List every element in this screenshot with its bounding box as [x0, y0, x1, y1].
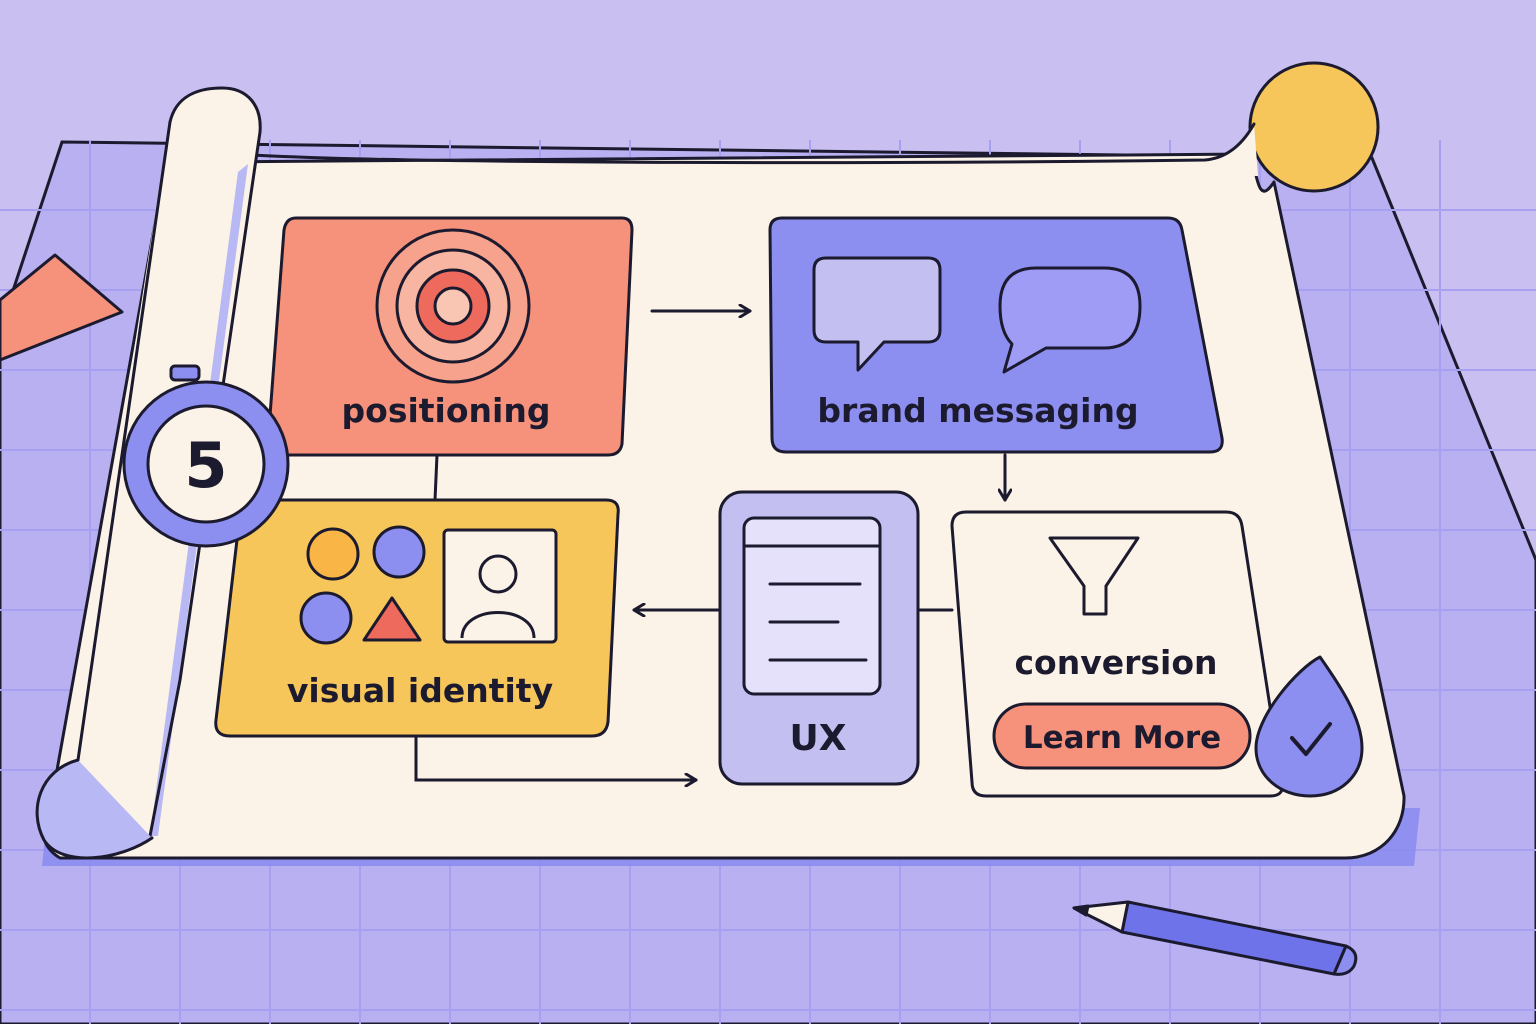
funnel-icon	[1048, 536, 1140, 616]
positioning-card: positioning	[266, 216, 634, 457]
brand-messaging-label: brand messaging	[817, 391, 1138, 430]
badge-number: 5	[184, 429, 227, 502]
flow-connectors	[414, 311, 1005, 780]
coral-triangle-shape	[0, 253, 124, 362]
speech-bubbles-icon	[812, 256, 1142, 374]
learn-more-button[interactable]: Learn More	[992, 702, 1252, 770]
learn-more-label: Learn More	[1023, 720, 1221, 756]
line-positioning-to-visual	[433, 453, 439, 502]
portrait-icon	[442, 528, 558, 644]
stopwatch-icon	[146, 404, 266, 524]
pencil-icon	[1072, 900, 1358, 976]
visual-identity-label: visual identity	[287, 671, 553, 710]
stopwatch-badge: 5	[122, 364, 290, 548]
arrow-visual-to-ux	[414, 736, 698, 780]
ux-label: UX	[790, 718, 847, 759]
conversion-card: conversion Learn More	[950, 510, 1284, 798]
target-icon	[375, 228, 531, 384]
ux-card: UX	[718, 490, 920, 786]
shapes-icon	[299, 525, 426, 645]
brand-messaging-card: brand messaging	[768, 216, 1224, 454]
positioning-label: positioning	[342, 391, 551, 430]
document-icon	[742, 516, 882, 696]
visual-identity-card: visual identity	[214, 498, 620, 738]
conversion-label: conversion	[1014, 643, 1217, 682]
yellow-circle-shape	[1248, 61, 1380, 193]
checkmark-drop-icon	[1254, 655, 1364, 798]
